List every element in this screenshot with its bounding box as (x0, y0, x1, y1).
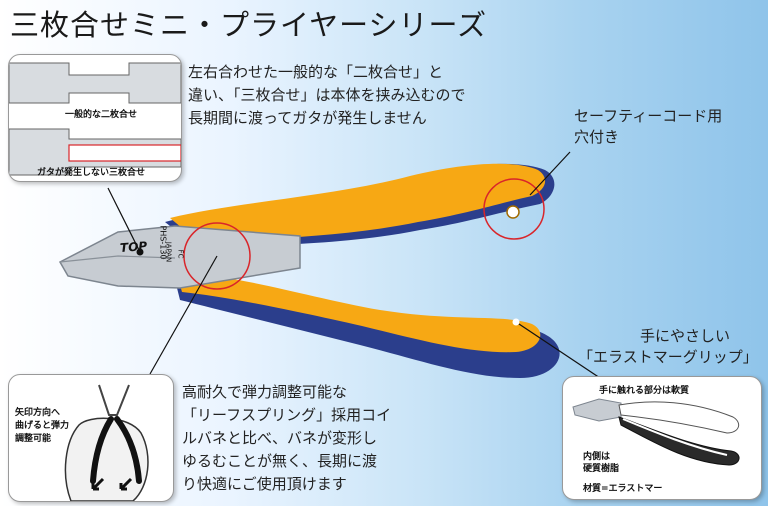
spring-adjust-box: 矢印方向へ 曲げると弾力 調整可能 (8, 374, 174, 502)
mini-inner-core (622, 418, 728, 456)
leaf-spring-left (90, 416, 114, 484)
description-line-1: 左右合わせた一般的な「二枚合せ」と (188, 63, 444, 81)
two-plate-label: 一般的な二枚合せ (65, 110, 138, 120)
grip-callout-dot (512, 318, 520, 326)
grip-box-material-label: 材質=エラストマー (583, 484, 663, 494)
two-plate-diagram (9, 62, 181, 104)
arrow-right-icon (119, 477, 133, 491)
spring-line-3: ルバネと比べ、バネが変形し (182, 429, 378, 447)
spring-line-5: り快適にご使用頂けます (182, 475, 347, 493)
grip-callout-line (515, 321, 601, 379)
grip-line-2: 「エラストマーグリップ」 (578, 348, 758, 366)
cutting-edge (59, 255, 176, 263)
leaf-spring-right (114, 416, 142, 484)
safety-callout-line (529, 151, 571, 196)
spring-callout-line (149, 255, 218, 375)
spring-line-2: 「リーフスプリング」採用コイ (182, 406, 392, 424)
lower-handle (178, 275, 541, 353)
safety-cord-line-1: セーフティーコード用 (574, 107, 723, 125)
spring-box-line-1: 矢印方向へ (15, 408, 61, 418)
middle-plate (68, 144, 181, 162)
spring-hand-diagram (64, 384, 149, 501)
brand-marking: TOP (119, 239, 148, 255)
grip-box-inner-line-2: 硬質樹脂 (583, 464, 620, 474)
grip-pliers-diagram (572, 398, 740, 466)
origin-marking: JAPAN (164, 241, 173, 263)
spring-box-line-3: 調整可能 (15, 434, 52, 444)
grip-box-top-label: 手に触れる部分は軟質 (599, 386, 690, 396)
mini-pliers-head (572, 398, 622, 422)
grip-box-inner-line-1: 内側は (583, 452, 611, 462)
grip-detail-box: 手に触れる部分は軟質 内側は 硬質樹脂 材質=エラストマー (562, 376, 762, 500)
safety-cord-hole (506, 205, 520, 219)
pliers-head (58, 225, 301, 289)
joint-callout-line (107, 187, 141, 253)
spring-line-4: ゆるむことが無く、長期に渡 (182, 452, 378, 470)
spring-line-1: 高耐久で弾力調整可能な (182, 383, 348, 401)
spring-box-line-2: 曲げると弾力 (15, 421, 70, 431)
page-title: 三枚合せミニ・プライヤーシリーズ (10, 8, 488, 42)
joint-diagram (9, 62, 181, 176)
upper-handle (170, 163, 546, 243)
joint-callout-dot (136, 248, 144, 256)
grip-line-1: 手にやさしい (640, 327, 731, 345)
description-line-2: 違い、「三枚合せ」は本体を挟み込むので (188, 86, 466, 104)
three-plate-label: ガタが発生しない三枚合せ (37, 168, 146, 178)
arrow-left-icon (91, 477, 105, 491)
pliers-tip-diagram (98, 384, 130, 416)
description-line-3: 長期間に渡ってガタが発生しません (188, 109, 427, 127)
spring-highlight-circle (183, 222, 251, 290)
safety-cord-line-2: 穴付き (574, 128, 620, 146)
code-marking: FC (176, 249, 185, 259)
joint-comparison-box: 一般的な二枚合せ ガタが発生しない三枚合せ (8, 54, 182, 182)
safety-cord-highlight-circle (483, 178, 545, 240)
mini-upper-handle (618, 401, 740, 434)
